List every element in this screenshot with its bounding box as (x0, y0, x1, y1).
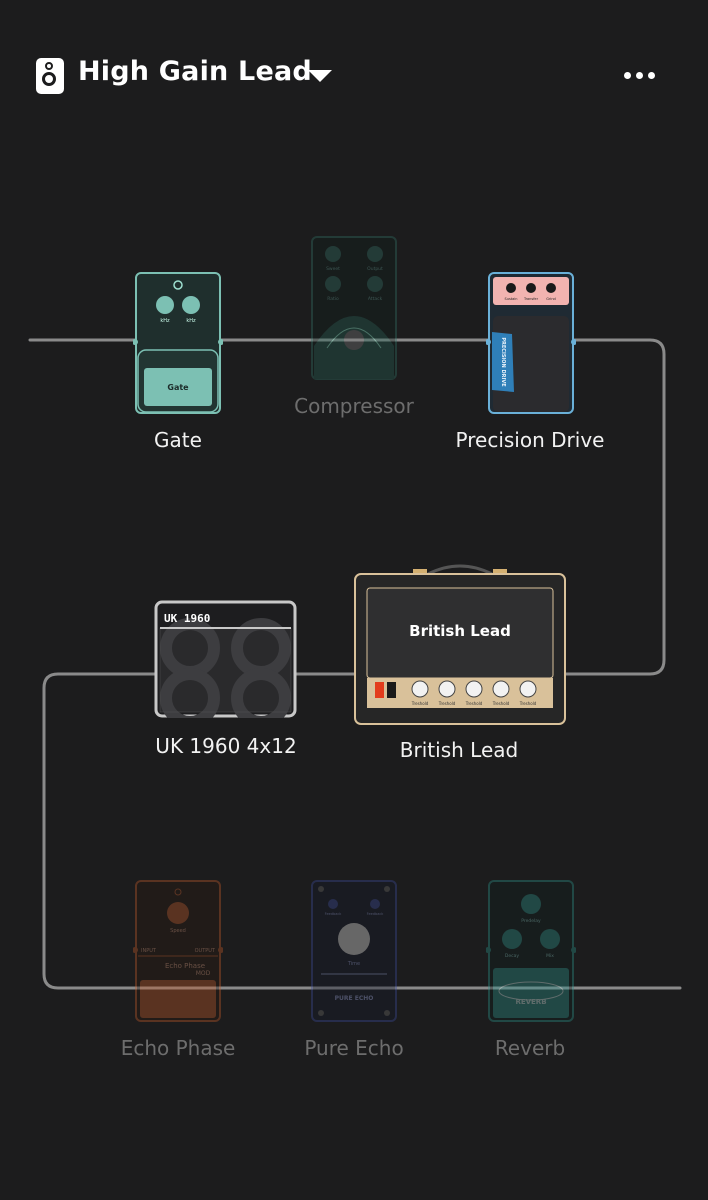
uk-1960-cabinet-graphic: UK 1960 (154, 600, 297, 728)
svg-text:Treshold: Treshold (519, 701, 537, 706)
svg-text:Feedback: Feedback (325, 912, 343, 916)
svg-text:PURE ECHO: PURE ECHO (335, 995, 374, 1002)
svg-text:MOD: MOD (196, 970, 211, 977)
svg-text:Time: Time (347, 961, 360, 967)
gate-face-text: Gate (167, 383, 189, 392)
pedal-reverb[interactable]: Predelay Decay Mix REVERB (485, 880, 577, 1024)
gate-pedal-graphic: kHz kHz Gate (132, 272, 224, 414)
svg-text:REVERB: REVERB (515, 998, 546, 1006)
more-horizontal-icon[interactable] (624, 72, 658, 80)
pedal-label-echo-phase: Echo Phase (120, 1036, 236, 1060)
pedal-label-pure-echo: Pure Echo (304, 1036, 404, 1060)
pedal-label-reverb: Reverb (494, 1036, 566, 1060)
preset-title[interactable]: High Gain Lead (78, 56, 312, 87)
svg-text:Treshold: Treshold (465, 701, 483, 706)
svg-text:OUTPUT: OUTPUT (195, 948, 216, 954)
svg-text:Ratio: Ratio (327, 296, 339, 302)
svg-text:Sustain: Sustain (505, 297, 518, 301)
svg-text:Sweet: Sweet (326, 266, 340, 272)
svg-text:kHz: kHz (186, 318, 196, 324)
british-lead-amp-graphic: British Lead Treshold Treshold Treshold … (354, 564, 566, 725)
svg-text:Treshold: Treshold (411, 701, 429, 706)
header: High Gain Lead (0, 0, 708, 150)
pedal-echo-phase[interactable]: Speed INPUT OUTPUT Echo Phase MOD (132, 880, 224, 1024)
reverb-pedal-graphic: Predelay Decay Mix REVERB (485, 880, 577, 1022)
british-lead-face-text: British Lead (409, 622, 511, 640)
svg-text:Predelay: Predelay (521, 918, 541, 924)
pedal-label-precision-drive: Precision Drive (455, 428, 605, 452)
echo-phase-pedal-graphic: Speed INPUT OUTPUT Echo Phase MOD (132, 880, 224, 1022)
svg-text:Echo Phase: Echo Phase (165, 962, 205, 970)
svg-text:Decay: Decay (505, 953, 519, 959)
cabinet-uk-1960[interactable]: UK 1960 (154, 600, 297, 728)
svg-text:PRECISION DRIVE: PRECISION DRIVE (500, 337, 506, 387)
speaker-icon (36, 58, 64, 94)
uk-1960-face-text: UK 1960 (164, 612, 210, 625)
pedal-label-gate: Gate (154, 428, 202, 452)
pure-echo-pedal-graphic: Feedback Feedback Time PURE ECHO (311, 880, 397, 1022)
svg-text:Feedback: Feedback (367, 912, 385, 916)
svg-text:Grind: Grind (546, 297, 556, 301)
svg-text:Output: Output (367, 266, 383, 272)
pedal-pure-echo[interactable]: Feedback Feedback Time PURE ECHO (309, 880, 399, 1024)
svg-text:Mix: Mix (546, 953, 554, 959)
svg-text:INPUT: INPUT (141, 948, 157, 954)
pedal-label-compressor: Compressor (294, 394, 414, 418)
pedal-compressor[interactable]: Sweet Output Ratio Attack (309, 236, 399, 382)
cabinet-label-uk-1960: UK 1960 4x12 (155, 734, 297, 758)
svg-text:Attack: Attack (368, 296, 383, 302)
compressor-pedal-graphic: Sweet Output Ratio Attack (311, 236, 397, 380)
amp-label-british-lead: British Lead (399, 738, 519, 762)
chevron-down-icon[interactable] (308, 70, 332, 82)
svg-text:Treshold: Treshold (492, 701, 510, 706)
svg-text:kHz: kHz (160, 318, 170, 324)
amp-british-lead[interactable]: British Lead Treshold Treshold Treshold … (353, 564, 567, 726)
pedal-precision-drive[interactable]: Sustain Transfer Grind PRECISION DRIVE (485, 272, 577, 416)
svg-text:Transfer: Transfer (523, 297, 539, 301)
svg-text:Treshold: Treshold (438, 701, 456, 706)
svg-text:Speed: Speed (170, 928, 186, 934)
pedal-gate[interactable]: kHz kHz Gate (132, 272, 224, 416)
precision-drive-pedal-graphic: Sustain Transfer Grind PRECISION DRIVE (485, 272, 577, 414)
